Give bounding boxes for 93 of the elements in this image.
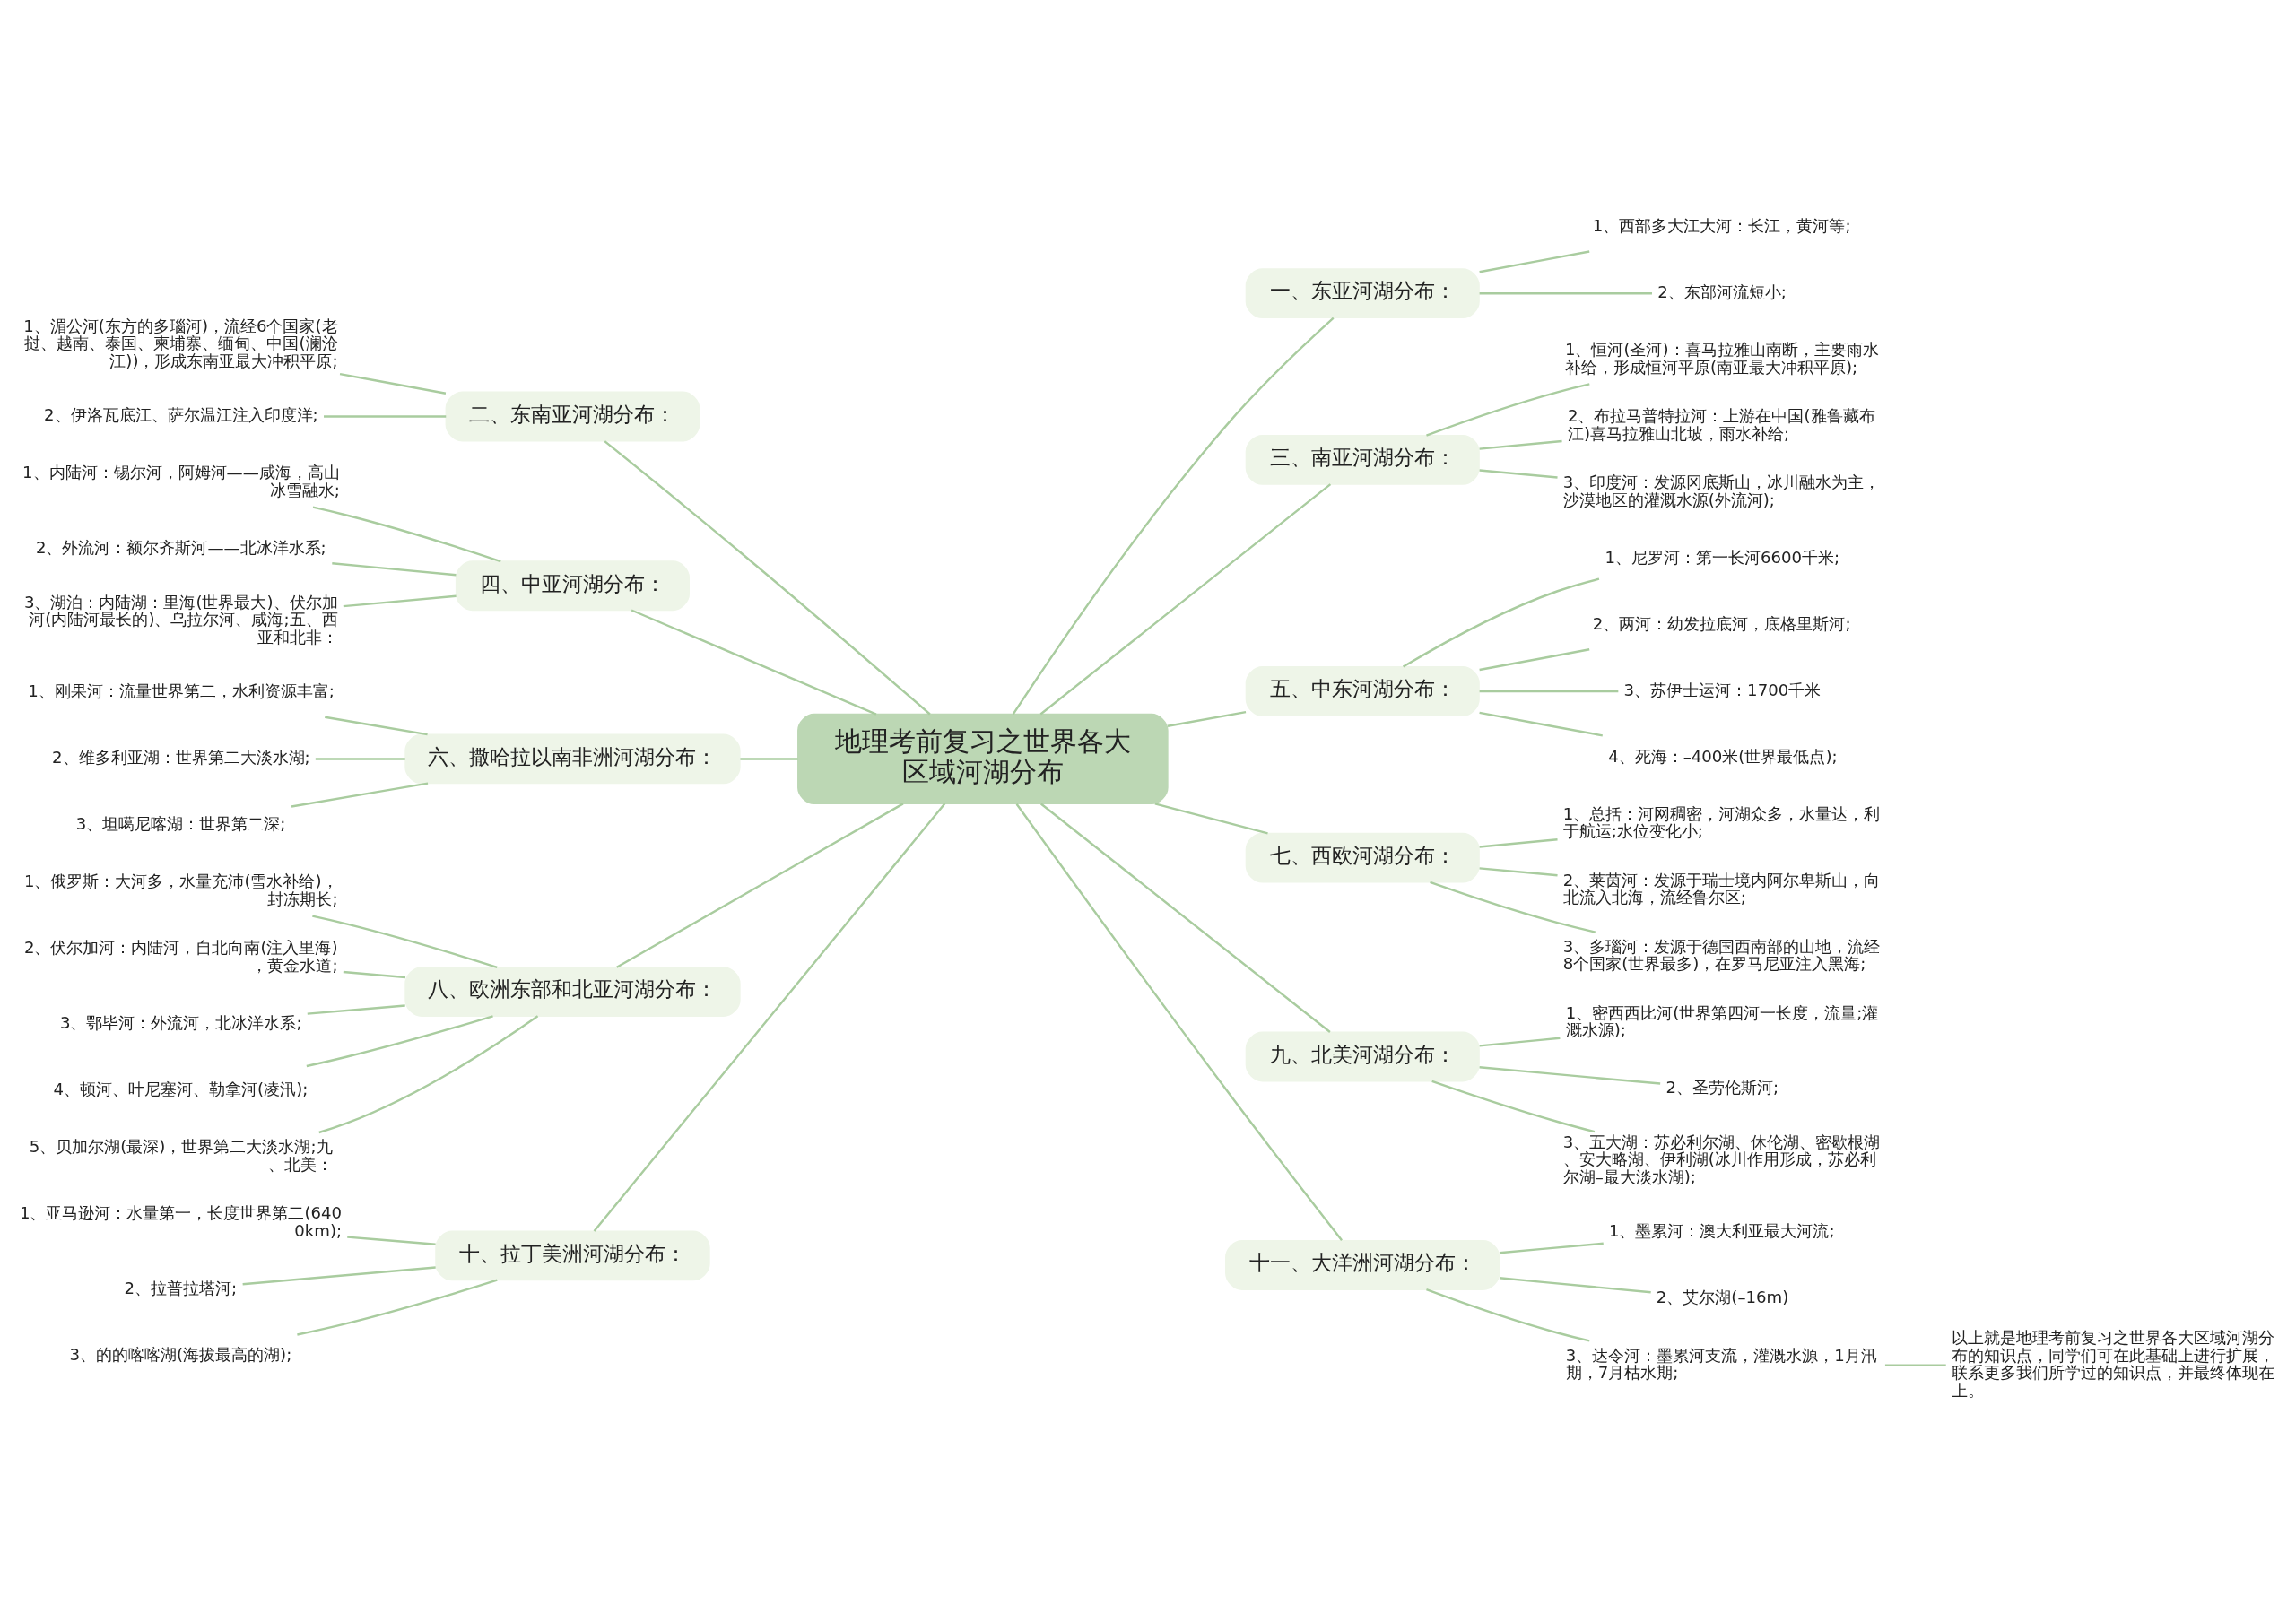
node-box: 七、西欧河湖分布：: [1245, 832, 1480, 883]
node-text: 2、布拉马普特拉河：上游在中国(雅鲁藏布江)喜马拉雅山北坡，雨水补给;: [1567, 405, 1875, 443]
connector: [343, 970, 406, 978]
connector: [347, 1235, 436, 1245]
connector: [1430, 881, 1596, 933]
connector: [1426, 382, 1590, 437]
node-box: 四、中亚河湖分布：: [455, 560, 691, 611]
node-text: 1、内陆河：锡尔河，阿姆河——咸海，高山冰雪融水;: [22, 462, 340, 499]
node-text: 3、达令河：墨累河支流，灌溉水源，1月汛期，7月枯水期;: [1565, 1345, 1877, 1382]
connector: [1479, 291, 1652, 294]
node-box: 九、北美河湖分布：: [1245, 1031, 1480, 1081]
connector: [297, 1279, 498, 1336]
node-text: 3、多瑙河：发源于德国西南部的山地，流经8个国家(世界最多)，在罗马尼亚注入黑海;: [1562, 936, 1881, 973]
node-text: 2、东部河流短小;: [1657, 282, 1787, 301]
node-text: 1、亚马逊河：水量第一，长度世界第二(6400km);: [19, 1202, 343, 1240]
node-text: 2、外流河：额尔齐斯河——北冰洋水系;: [35, 537, 326, 557]
connector: [318, 1014, 539, 1133]
node-text: 2、维多利亚湖：世界第二大淡水湖;: [52, 747, 310, 767]
connector: [1426, 1288, 1590, 1342]
connector: [1479, 647, 1590, 671]
connector: [1154, 802, 1268, 834]
node-text: 1、西部多大江大河：长江，黄河等;: [1592, 215, 1851, 235]
node-text: 1、尼罗河：第一长河6600千米;: [1605, 547, 1840, 567]
connector: [1039, 482, 1332, 715]
node-text: 1、湄公河(东方的多瑙河)，流经6个国家(老挝、越南、泰国、柬埔寨、缅甸、中国(澜沧江))，形成东南亚最大冲积平原;: [23, 316, 338, 370]
connector: [616, 802, 904, 968]
node-box: 十一、大洋洲河湖分布：: [1225, 1239, 1500, 1290]
node-text: 1、墨累河：澳大利亚最大河流;: [1608, 1220, 1835, 1240]
connector: [593, 802, 946, 1232]
connector: [1012, 317, 1335, 715]
connector: [1479, 1065, 1661, 1085]
connector: [291, 781, 429, 808]
connector: [242, 1265, 436, 1285]
node-text: 4、死海：–400米(世界最低点);: [1608, 746, 1838, 766]
node-text: 2、艾尔湖(–16m): [1656, 1287, 1789, 1306]
connector: [343, 594, 457, 607]
node-box: 二、东南亚河湖分布：: [445, 391, 700, 441]
node-text: 4、顿河、叶尼塞河、勒拿河(凌汛);: [53, 1079, 309, 1098]
node-text: 2、伊洛瓦底江、萨尔温江注入印度洋;: [44, 404, 318, 424]
node-text: 2、莱茵河：发源于瑞士境内阿尔卑斯山，向北流入北海，流经鲁尔区;: [1562, 870, 1881, 907]
connector: [604, 439, 931, 715]
connector: [1499, 1276, 1651, 1293]
connector: [312, 914, 498, 968]
node-text: 3、湖泊：内陆湖：里海(世界最大)、伏尔加河(内陆河最长的)、乌拉尔河、咸海;五、西亚和北非：: [23, 592, 338, 646]
node-text: 1、恒河(圣河)：喜马拉雅山南断，主要雨水补给，形成恒河平原(南亚最大冲积平原);: [1564, 339, 1879, 377]
connector: [306, 1014, 493, 1067]
connector: [1402, 577, 1600, 668]
node-box: 六、撒哈拉以南非洲河湖分布：: [404, 733, 741, 784]
connector: [1479, 690, 1619, 692]
connector: [1015, 802, 1343, 1241]
connector: [325, 716, 428, 735]
connector: [324, 414, 447, 418]
node-text: 1、总括：河网稠密，河湖众多，水量达，利于航运;水位变化小;: [1562, 803, 1881, 840]
node-box: 八、欧洲东部和北亚河湖分布：: [404, 966, 741, 1017]
node-text: 5、贝加尔湖(最深)，世界第二大淡水湖;九、北美：: [29, 1136, 333, 1174]
connector: [315, 757, 405, 760]
node-text: 3、的的喀喀湖(海拔最高的湖);: [69, 1344, 292, 1364]
node-text: 3、印度河：发源冈底斯山，冰川融水为主，沙漠地区的灌溉水源(外流河);: [1562, 472, 1881, 509]
node-text: 1、密西西比河(世界第四河一长度，流量;灌溉水源);: [1565, 1002, 1879, 1039]
connector: [1479, 866, 1558, 876]
node-text: 2、圣劳伦斯河;: [1665, 1077, 1779, 1097]
node-text: 3、坦噶尼喀湖：世界第二深;: [75, 813, 286, 833]
connector: [339, 372, 447, 395]
node-box: 三、南亚河湖分布：: [1245, 434, 1480, 485]
connector: [312, 506, 501, 562]
node-text: 3、鄂毕河：外流河，北冰洋水系;: [59, 1012, 302, 1032]
node-box: 十、拉丁美洲河湖分布：: [435, 1230, 710, 1280]
node-box: 地理考前复习之世界各大区域河湖分布: [797, 713, 1169, 804]
connector: [631, 608, 877, 716]
node-box: 一、东亚河湖分布：: [1245, 267, 1480, 318]
node-box: 五、中东河湖分布：: [1245, 665, 1480, 716]
node-text: 2、伏尔加河：内陆河，自北向南(注入里海)，黄金水道;: [23, 937, 338, 975]
connector: [1479, 249, 1590, 273]
connector: [1499, 1242, 1604, 1254]
connector: [1479, 1037, 1561, 1047]
connector: [1040, 802, 1331, 1033]
node-text: 2、拉普拉塔河;: [124, 1278, 238, 1297]
node-text: 2、两河：幼发拉底河，底格里斯河;: [1592, 613, 1851, 633]
connector: [740, 757, 798, 760]
connector: [1479, 439, 1562, 450]
node-text: 1、刚果河：流量世界第二，水利资源丰富;: [28, 681, 335, 700]
connector: [1479, 837, 1558, 848]
node-text: 3、苏伊士运河：1700千米: [1623, 680, 1822, 699]
connector: [1479, 711, 1603, 737]
node-text: 以上就是地理考前复习之世界各大区域河湖分布的知识点，同学们可在此基础上进行扩展，联系更多我们所学过的知识点，并最终体现在上。: [1951, 1327, 2274, 1400]
connector: [1431, 1080, 1596, 1132]
connector: [1167, 710, 1247, 727]
connector: [332, 561, 457, 576]
node-text: 3、五大湖：苏必利尔湖、休伦湖、密歇根湖、安大略湖、伊利湖(冰川作用形成，苏必利尔湖–最大淡水湖);: [1562, 1132, 1881, 1186]
node-text: 1、俄罗斯：大河多，水量充沛(雪水补给)，封冻期长;: [23, 871, 338, 908]
connector: [1884, 1364, 1946, 1366]
connector: [307, 1003, 405, 1015]
connector: [1479, 468, 1558, 479]
